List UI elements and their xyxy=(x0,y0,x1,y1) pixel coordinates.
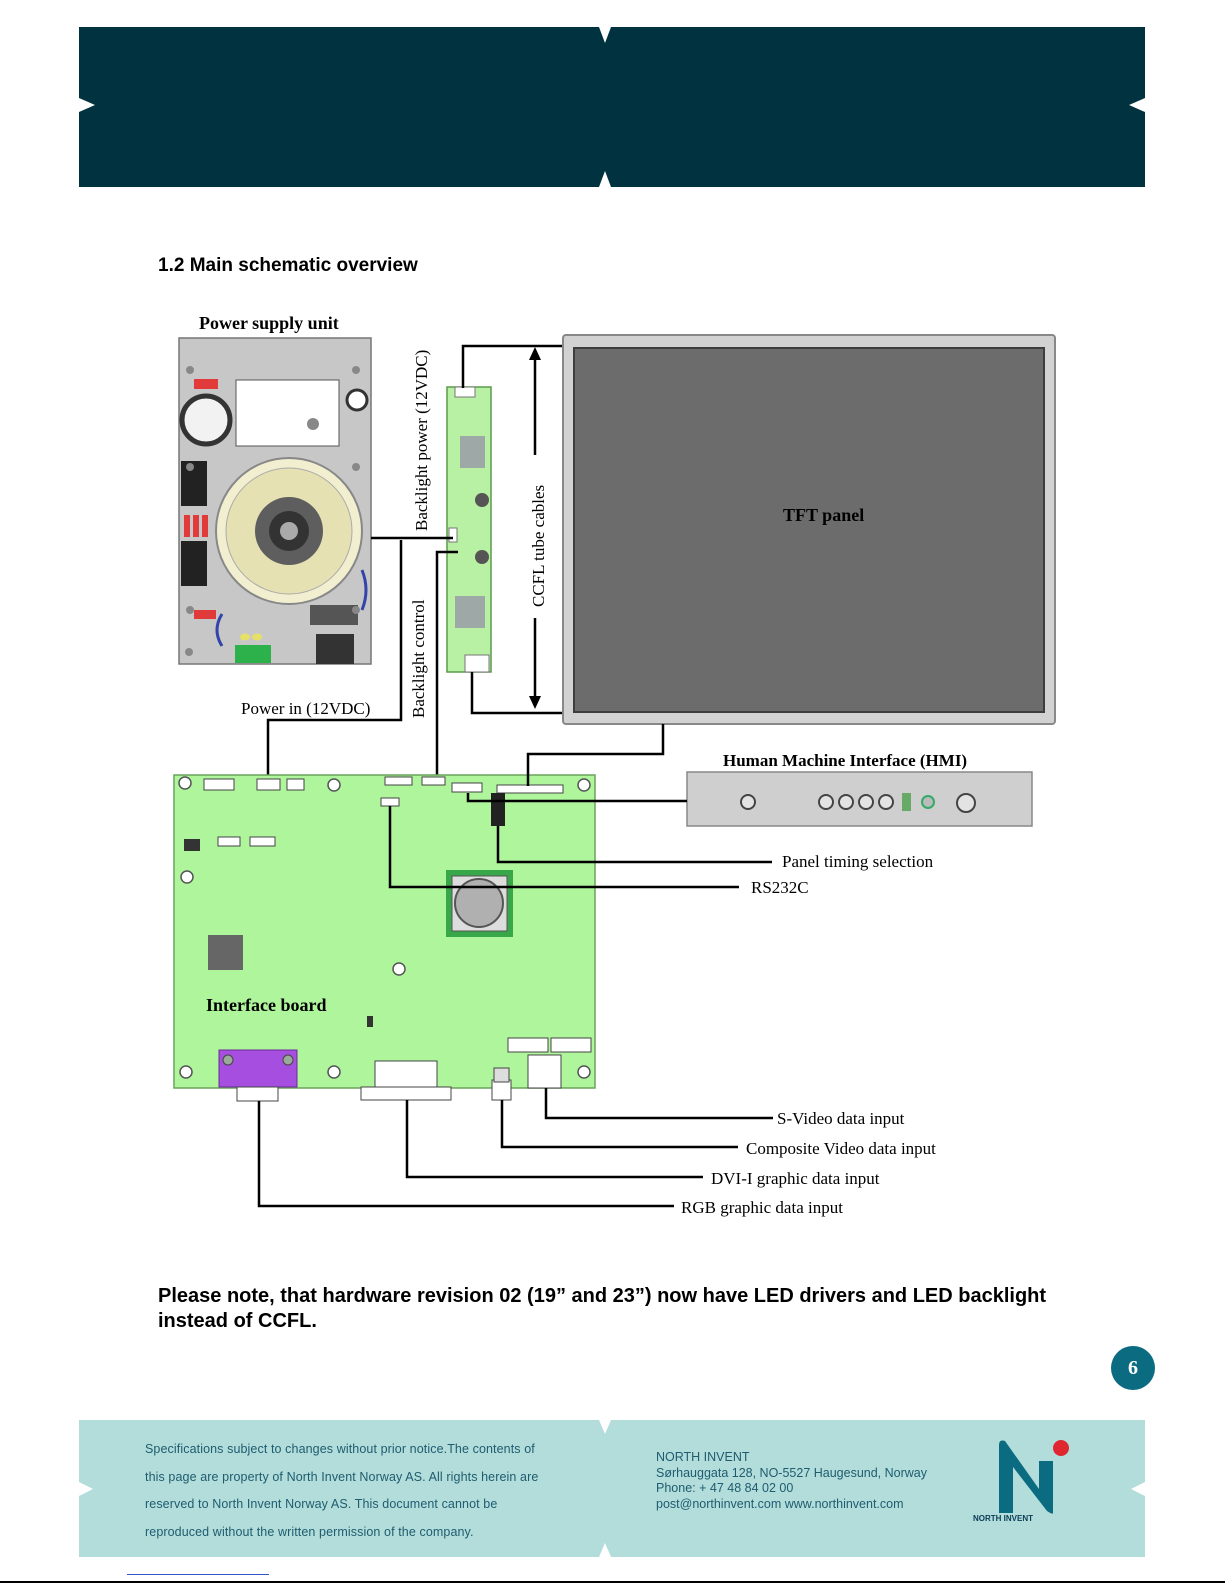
tft-panel xyxy=(562,334,1056,725)
backlight-control-label: Backlight control xyxy=(409,599,428,718)
page-number: 6 xyxy=(1111,1346,1155,1390)
header-notches xyxy=(79,27,1145,187)
link-underline xyxy=(127,1574,269,1575)
dvi-label: DVI-I graphic data input xyxy=(711,1169,880,1188)
logo-text: NORTH INVENT xyxy=(973,1514,1033,1523)
footer-band xyxy=(79,1420,1145,1557)
backlight-driver-board xyxy=(446,386,492,673)
power-supply-unit xyxy=(178,337,372,665)
power-wires xyxy=(266,344,563,775)
section-title: 1.2 Main schematic overview xyxy=(158,255,418,276)
ccfl-arrow xyxy=(529,347,541,709)
company-web[interactable]: post@northinvent.com www.northinvent.com xyxy=(656,1496,904,1511)
power-supply-label: Power supply unit xyxy=(199,313,339,333)
footer-notches xyxy=(79,1420,1145,1557)
legal-line: reproduced without the written permissio… xyxy=(145,1524,474,1539)
header-band xyxy=(79,27,1145,187)
interface-board xyxy=(173,774,596,1102)
company-address: Sørhauggata 128, NO-5527 Haugesund, Norw… xyxy=(656,1465,927,1480)
power-in-label: Power in (12VDC) xyxy=(241,699,370,718)
backlight-power-label: Backlight power (12VDC) xyxy=(412,350,431,531)
interface-board-label: Interface board xyxy=(206,995,326,1015)
footer-legal-text: Specifications subject to changes withou… xyxy=(145,1436,595,1546)
ccfl-label: CCFL tube cables xyxy=(529,485,548,607)
legal-line: this page are property of North Invent N… xyxy=(145,1469,539,1484)
company-phone: Phone: + 47 48 84 02 00 xyxy=(656,1481,794,1495)
revision-note: Please note, that hardware revision 02 (… xyxy=(158,1285,1047,1332)
rs232-label: RS232C xyxy=(751,878,809,897)
hmi-panel xyxy=(686,771,1033,827)
panel-timing-label: Panel timing selection xyxy=(782,852,934,871)
legal-line: reserved to North Invent Norway AS. This… xyxy=(145,1497,498,1511)
tft-panel-label: TFT panel xyxy=(783,505,864,525)
hmi-label: Human Machine Interface (HMI) xyxy=(723,751,967,770)
bottom-rule xyxy=(0,1581,1225,1583)
company-name: NORTH INVENT xyxy=(656,1450,750,1464)
svideo-label: S-Video data input xyxy=(777,1109,905,1128)
footer-contact: NORTH INVENT Sørhauggata 128, NO-5527 Ha… xyxy=(656,1450,927,1512)
signal-wires xyxy=(257,724,773,1208)
legal-line: Specifications subject to changes withou… xyxy=(145,1442,535,1456)
rgb-label: RGB graphic data input xyxy=(681,1198,843,1217)
north-invent-logo xyxy=(999,1440,1069,1514)
composite-label: Composite Video data input xyxy=(746,1139,936,1158)
